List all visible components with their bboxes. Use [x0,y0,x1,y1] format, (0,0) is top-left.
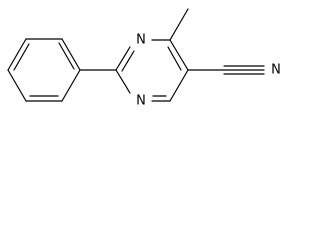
phenyl-ring [7,38,81,102]
bond-c2-n3-inner [121,50,135,72]
atom-nitrile-n-label: N [271,63,281,78]
bond-ph3-ph4 [7,38,27,71]
bond-c2-n3 [115,46,131,71]
nitrile-group [187,65,265,75]
bond-ph3-ph4-inner [13,43,30,71]
atom-n3-label: N [136,33,146,48]
bond-c4-c5-inner [167,46,182,71]
bond-methyl [169,8,189,41]
bond-c5-c6 [169,69,189,102]
bond-n1-c2 [115,69,131,94]
chemical-structure-diagram: N N N [7,8,281,109]
bond-ph1-ph2 [61,38,81,71]
pyrimidine-ring [115,39,189,102]
bond-ph6-ph1 [61,69,81,102]
atom-n1-label: N [136,94,146,109]
bond-ph1-ph2-inner [58,42,75,70]
bond-c4-c5 [169,39,189,71]
bond-ph4-ph5 [7,69,27,102]
